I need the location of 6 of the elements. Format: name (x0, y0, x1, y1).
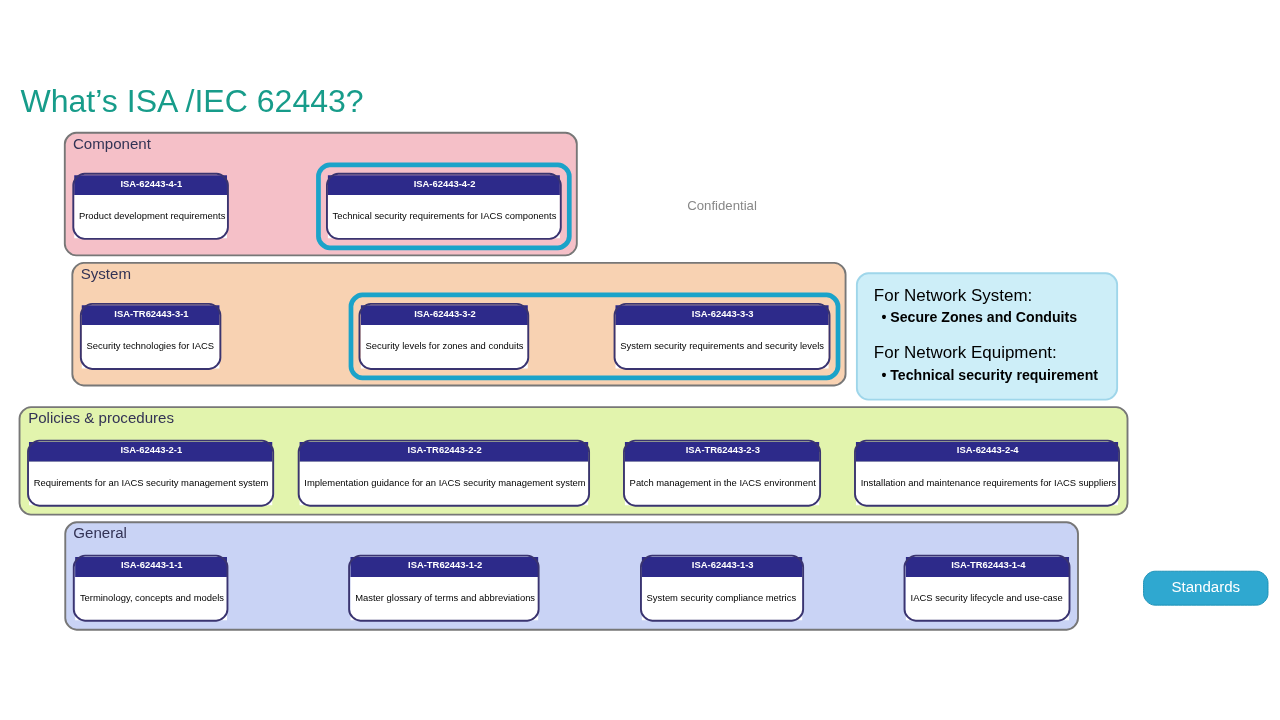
cluster (348, 292, 841, 381)
node-box: For Network System: • Secure Zones and Conduits For Network Equipment: • Technical security requirement (855, 272, 1119, 401)
cluster (316, 162, 572, 251)
node-box: Standards (1143, 570, 1269, 606)
label: Confidential (687, 197, 757, 213)
diagram-title: What’s ISA /IEC 62443? (20, 83, 364, 120)
